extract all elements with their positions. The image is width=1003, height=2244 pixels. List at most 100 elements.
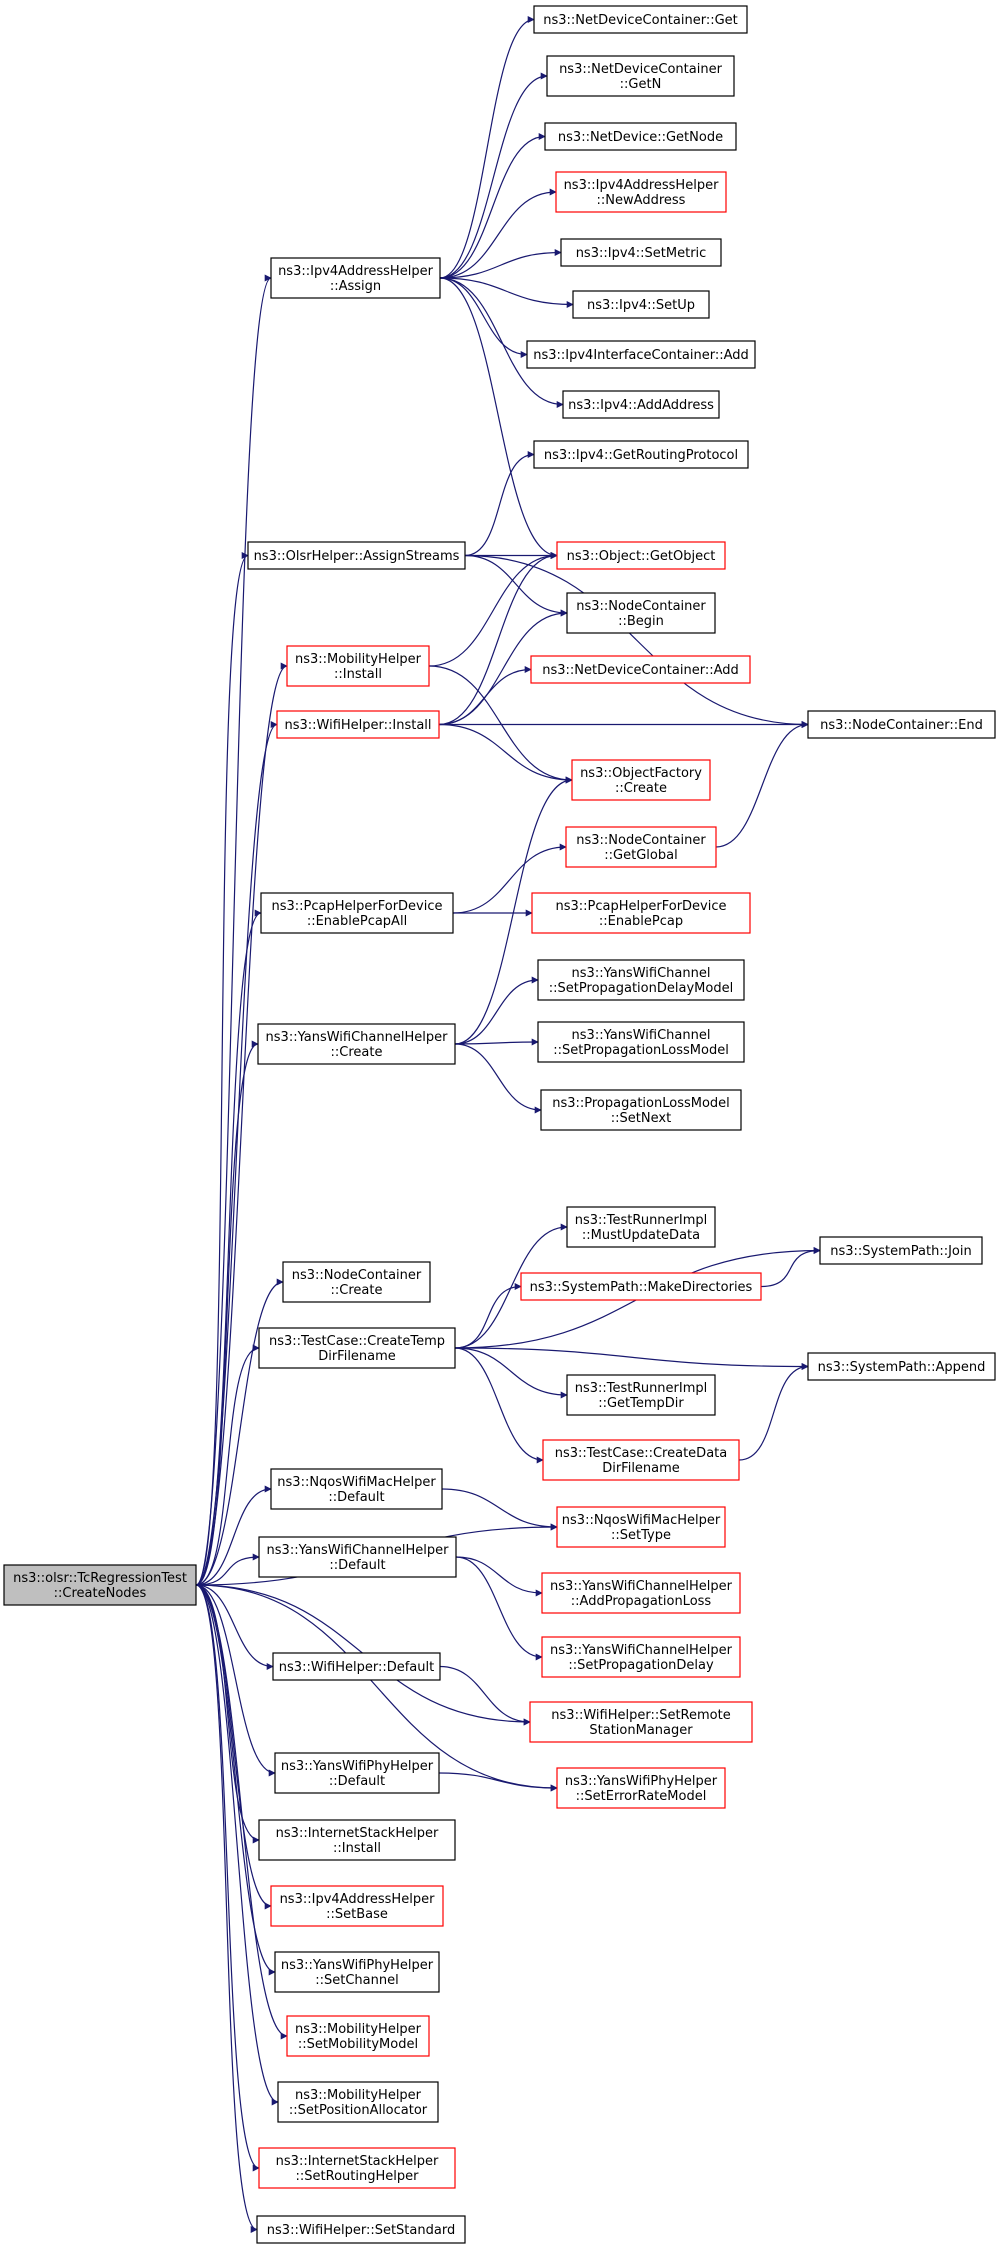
node-ipv4addr-setbase[interactable]: ns3::Ipv4AddressHelper::SetBase bbox=[270, 1885, 444, 1927]
node-obj-getobject[interactable]: ns3::Object::GetObject bbox=[556, 541, 726, 570]
node-label: ::SetChannel bbox=[315, 1973, 398, 1988]
node-label: StationManager bbox=[589, 1723, 693, 1738]
node-label: ::AddPropagationLoss bbox=[571, 1594, 712, 1609]
node-nc-begin[interactable]: ns3::NodeContainer::Begin bbox=[566, 592, 716, 634]
node-label: ns3::TestCase::CreateTemp bbox=[269, 1334, 445, 1349]
node-root[interactable]: ns3::olsr::TcRegressionTest::CreateNodes bbox=[3, 1564, 197, 1606]
edge-root-to-ywch_default bbox=[195, 1553, 260, 1586]
edge-mob_install-to-obj_getobject bbox=[428, 552, 558, 667]
node-nc-getglobal[interactable]: ns3::NodeContainer::GetGlobal bbox=[565, 826, 717, 868]
node-ipv4addr-assign[interactable]: ns3::Ipv4AddressHelper::Assign bbox=[270, 257, 441, 299]
node-sp-append[interactable]: ns3::SystemPath::Append bbox=[807, 1352, 996, 1381]
edge-root-to-ywph_setchannel bbox=[195, 1584, 276, 1976]
node-box bbox=[540, 1089, 742, 1131]
nodes-layer: ns3::olsr::TcRegressionTest::CreateNodes… bbox=[3, 5, 996, 2244]
edge-olsr_assign-to-ipv4_getrouting bbox=[464, 451, 535, 557]
node-label: ns3::YansWifiChannelHelper bbox=[267, 1543, 450, 1558]
node-label: ::GetGlobal bbox=[604, 848, 677, 863]
node-ipv4addr-newaddress[interactable]: ns3::Ipv4AddressHelper::NewAddress bbox=[555, 171, 727, 213]
node-label: ns3::NetDeviceContainer::Add bbox=[542, 663, 739, 678]
node-label: ::GetN bbox=[620, 77, 662, 92]
node-ish-setrouting[interactable]: ns3::InternetStackHelper::SetRoutingHelp… bbox=[258, 2147, 456, 2189]
node-ywch-create[interactable]: ns3::YansWifiChannelHelper::Create bbox=[257, 1023, 456, 1065]
edge-nqos_default-to-nqos_settype bbox=[441, 1488, 558, 1531]
node-label: ns3::YansWifiChannel bbox=[572, 1028, 711, 1043]
node-box bbox=[566, 1374, 716, 1416]
node-label: ns3::WifiHelper::SetRemote bbox=[551, 1708, 730, 1723]
node-ywc-setloss[interactable]: ns3::YansWifiChannel::SetPropagationLoss… bbox=[537, 1021, 745, 1063]
node-ywch-addloss[interactable]: ns3::YansWifiChannelHelper::AddPropagati… bbox=[541, 1572, 741, 1614]
node-ndc-add[interactable]: ns3::NetDeviceContainer::Add bbox=[530, 655, 751, 684]
node-box bbox=[258, 1327, 456, 1369]
node-ipv4-setup[interactable]: ns3::Ipv4::SetUp bbox=[572, 290, 710, 319]
node-tri-gettempdir[interactable]: ns3::TestRunnerImpl::GetTempDir bbox=[566, 1374, 716, 1416]
edge-root-to-ywch_create bbox=[195, 1040, 259, 1586]
node-ipv4-setmetric[interactable]: ns3::Ipv4::SetMetric bbox=[560, 238, 722, 267]
node-label: ns3::InternetStackHelper bbox=[276, 2154, 439, 2169]
node-nc-end[interactable]: ns3::NodeContainer::End bbox=[807, 710, 996, 739]
edge-ipv4addr_assign-to-nd_getnode bbox=[439, 133, 546, 279]
node-ywch-default[interactable]: ns3::YansWifiChannelHelper::Default bbox=[258, 1536, 457, 1578]
node-mob-setmodel[interactable]: ns3::MobilityHelper::SetMobilityModel bbox=[286, 2015, 430, 2057]
node-ywc-setdelay[interactable]: ns3::YansWifiChannel::SetPropagationDela… bbox=[537, 959, 745, 1001]
edge-ipv4addr_assign-to-ipv4ic_add bbox=[439, 277, 528, 358]
node-tri-mustupdate[interactable]: ns3::TestRunnerImpl::MustUpdateData bbox=[566, 1206, 716, 1248]
node-label: ::Begin bbox=[618, 614, 664, 629]
node-sp-makedirs[interactable]: ns3::SystemPath::MakeDirectories bbox=[520, 1272, 762, 1301]
edge-ipv4addr_assign-to-ipv4_setmetric bbox=[439, 249, 562, 279]
node-of-create[interactable]: ns3::ObjectFactory::Create bbox=[571, 759, 711, 801]
node-label: ::SetType bbox=[611, 1528, 671, 1543]
node-label: ::SetNext bbox=[611, 1111, 671, 1126]
node-label: ::Create bbox=[331, 1283, 383, 1298]
node-plm-setnext[interactable]: ns3::PropagationLossModel::SetNext bbox=[540, 1089, 742, 1131]
node-pcap-enable[interactable]: ns3::PcapHelperForDevice::EnablePcap bbox=[531, 892, 751, 934]
node-label: ::SetRoutingHelper bbox=[296, 2169, 420, 2184]
edge-ywch_default-to-ywch_setdelay bbox=[455, 1556, 543, 1661]
node-ywph-default[interactable]: ns3::YansWifiPhyHelper::Default bbox=[274, 1752, 440, 1794]
node-ywch-setdelay[interactable]: ns3::YansWifiChannelHelper::SetPropagati… bbox=[541, 1636, 741, 1678]
node-ish-install[interactable]: ns3::InternetStackHelper::Install bbox=[258, 1819, 456, 1861]
edge-root-to-ipv4addr_assign bbox=[195, 274, 272, 1586]
node-label: ns3::Ipv4::AddAddress bbox=[568, 398, 714, 413]
node-label: DirFilename bbox=[318, 1349, 396, 1364]
node-label: ::SetPositionAllocator bbox=[289, 2103, 428, 2118]
node-nd-getnode[interactable]: ns3::NetDevice::GetNode bbox=[544, 122, 737, 151]
node-pcap-all[interactable]: ns3::PcapHelperForDevice::EnablePcapAll bbox=[260, 892, 454, 934]
node-label: ns3::Ipv4AddressHelper bbox=[278, 264, 434, 279]
node-wifi-setstandard[interactable]: ns3::WifiHelper::SetStandard bbox=[256, 2215, 466, 2244]
node-wifi-install[interactable]: ns3::WifiHelper::Install bbox=[276, 710, 440, 739]
node-ywph-setchannel[interactable]: ns3::YansWifiPhyHelper::SetChannel bbox=[274, 1951, 440, 1993]
node-box bbox=[572, 290, 710, 319]
node-box bbox=[556, 541, 726, 570]
node-olsr-assign[interactable]: ns3::OlsrHelper::AssignStreams bbox=[247, 541, 466, 570]
node-nqos-settype[interactable]: ns3::NqosWifiMacHelper::SetType bbox=[556, 1506, 726, 1548]
node-ndc-getn[interactable]: ns3::NetDeviceContainer::GetN bbox=[546, 55, 735, 97]
node-ipv4-getrouting[interactable]: ns3::Ipv4::GetRoutingProtocol bbox=[533, 440, 749, 469]
node-ipv4-addaddress[interactable]: ns3::Ipv4::AddAddress bbox=[562, 390, 720, 419]
node-label: ::Default bbox=[329, 1774, 385, 1789]
edge-wifi_install-to-of_create bbox=[438, 723, 573, 784]
node-mob-setpos[interactable]: ns3::MobilityHelper::SetPositionAllocato… bbox=[277, 2081, 439, 2123]
node-box bbox=[556, 1767, 726, 1809]
edge-root-to-tc_createtemp bbox=[195, 1344, 260, 1586]
edge-olsr_assign-to-nc_begin bbox=[464, 554, 568, 617]
node-nqos-default[interactable]: ns3::NqosWifiMacHelper::Default bbox=[270, 1468, 443, 1510]
node-label: ns3::WifiHelper::Default bbox=[279, 1660, 434, 1675]
node-ywph-seterror[interactable]: ns3::YansWifiPhyHelper::SetErrorRateMode… bbox=[556, 1767, 726, 1809]
edge-ywch_default-to-ywch_addloss bbox=[455, 1556, 543, 1597]
node-box bbox=[272, 1652, 441, 1681]
node-label: ns3::YansWifiPhyHelper bbox=[281, 1958, 434, 1973]
node-label: ns3::NqosWifiMacHelper bbox=[562, 1513, 721, 1528]
node-box bbox=[537, 1021, 745, 1063]
node-ipv4ic-add[interactable]: ns3::Ipv4InterfaceContainer::Add bbox=[526, 340, 756, 369]
node-nc-create[interactable]: ns3::NodeContainer::Create bbox=[282, 1261, 431, 1303]
node-sp-join[interactable]: ns3::SystemPath::Join bbox=[819, 1236, 983, 1265]
node-box bbox=[560, 238, 722, 267]
node-wifi-default[interactable]: ns3::WifiHelper::Default bbox=[272, 1652, 441, 1681]
node-mob-install[interactable]: ns3::MobilityHelper::Install bbox=[286, 645, 430, 687]
node-box bbox=[274, 1752, 440, 1794]
node-ndc-get[interactable]: ns3::NetDeviceContainer::Get bbox=[533, 5, 748, 34]
